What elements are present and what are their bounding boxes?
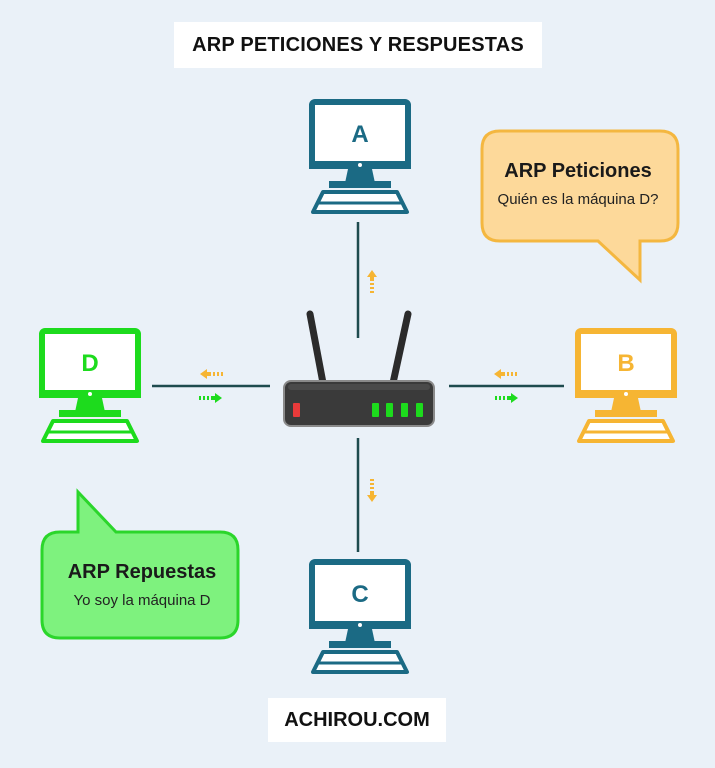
request-arrow-left-b-icon — [494, 369, 517, 379]
reply-heading: ARP Repuestas — [67, 561, 217, 583]
diagram-title: ARP PETICIONES Y RESPUESTAS — [192, 33, 524, 56]
request-arrow-left-icon — [200, 369, 223, 379]
router-port-led — [386, 403, 393, 417]
request-arrow-up-icon — [367, 270, 377, 293]
router-icon — [283, 310, 435, 427]
request-arrow-down-icon — [367, 479, 377, 502]
reply-bubble: ARP Repuestas Yo soy la máquina D — [44, 561, 240, 609]
footer-banner: ACHIROU.COM — [268, 698, 446, 742]
computer-c-icon: C — [309, 559, 411, 674]
router-port-led — [372, 403, 379, 417]
request-heading: ARP Peticiones — [504, 160, 652, 182]
router-status-led — [293, 403, 300, 417]
computer-a-label: A — [351, 121, 368, 148]
footer-text: ACHIROU.COM — [284, 708, 430, 731]
computer-a-icon: A — [309, 99, 411, 214]
router-port-led — [401, 403, 408, 417]
computer-b-label: B — [617, 350, 634, 377]
router-port-led — [416, 403, 423, 417]
request-bubble-shape — [480, 129, 680, 284]
reply-arrow-right-b-icon — [495, 393, 518, 403]
request-text: Quién es la máquina D? — [497, 191, 659, 208]
title-banner: ARP PETICIONES Y RESPUESTAS — [174, 22, 542, 68]
reply-text: Yo soy la máquina D — [73, 592, 211, 609]
request-bubble: ARP Peticiones Quién es la máquina D? — [483, 160, 673, 208]
reply-arrow-right-icon — [199, 393, 222, 403]
computer-d-label: D — [81, 350, 98, 377]
reply-bubble-shape — [40, 488, 240, 640]
computer-b-icon: B — [575, 328, 677, 443]
computer-c-label: C — [351, 581, 368, 608]
computer-d-icon: D — [39, 328, 141, 443]
